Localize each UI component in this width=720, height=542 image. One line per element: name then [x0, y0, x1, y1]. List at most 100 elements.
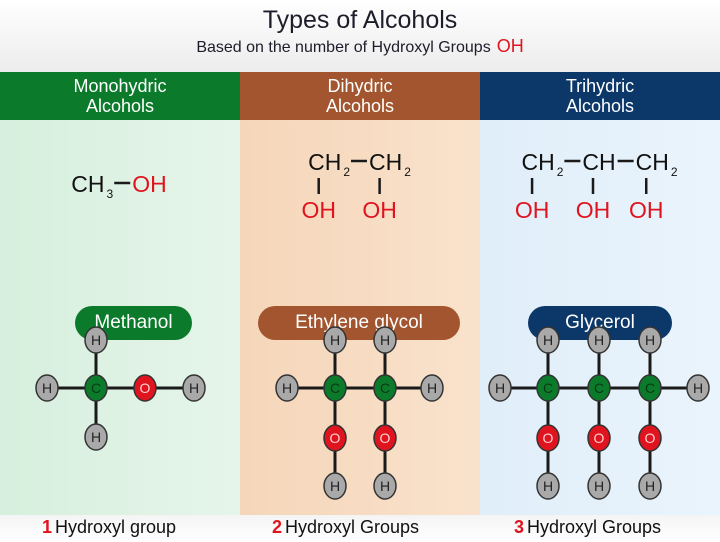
atom-o-icon	[323, 424, 347, 452]
formula-ch: CH	[582, 149, 615, 175]
atom-label: O	[140, 380, 151, 396]
atom-h-icon	[587, 326, 611, 354]
atom-label: H	[91, 332, 101, 348]
atom-c-icon	[587, 374, 611, 402]
atom-label: H	[189, 380, 199, 396]
formula-subscript: 2	[557, 165, 564, 179]
formula-subscript: 2	[343, 165, 350, 179]
page-title: Types of Alcohols	[262, 6, 458, 34]
atom-h-icon	[488, 374, 512, 402]
atom-label: C	[380, 380, 390, 396]
atom-label: O	[594, 430, 605, 446]
formula-oh: OH	[132, 171, 167, 197]
atom-c-icon	[323, 374, 347, 402]
formula-ch: CH	[636, 149, 669, 175]
atom-label: H	[282, 380, 292, 396]
atom-h-icon	[373, 472, 397, 500]
formula-subscript: 2	[404, 165, 411, 179]
atom-o-icon	[373, 424, 397, 452]
atom-h-icon	[182, 374, 206, 402]
atom-o-icon	[536, 424, 560, 452]
header-line1: Monohydric	[73, 76, 167, 96]
atom-label: H	[42, 380, 52, 396]
atom-h-icon	[536, 326, 560, 354]
header-line2: Alcohols	[565, 96, 635, 116]
atom-o-icon	[638, 424, 662, 452]
atom-label: H	[91, 429, 101, 445]
atom-c-icon	[373, 374, 397, 402]
atom-label: H	[645, 332, 655, 348]
formula-oh: OH	[301, 197, 336, 223]
header-line2: Alcohols	[325, 96, 395, 116]
subtitle-text: Based on the number of Hydroxyl Groups	[196, 39, 491, 56]
atom-label: H	[594, 478, 604, 494]
subtitle-oh: OH	[496, 36, 524, 56]
subtitle: Based on the number of Hydroxyl Groups OH	[0, 36, 720, 57]
body-dihydric: Ethylene glycol	[240, 120, 480, 515]
atom-h-icon	[686, 374, 710, 402]
formula-subscript: 2	[671, 165, 678, 179]
atom-label: H	[380, 478, 390, 494]
formula-oh: OH	[362, 197, 397, 223]
formula-ch: CH	[521, 149, 554, 175]
atom-label: H	[330, 332, 340, 348]
atom-h-icon	[84, 423, 108, 451]
atom-h-icon	[420, 374, 444, 402]
atom-label: C	[330, 380, 340, 396]
atom-label: H	[543, 478, 553, 494]
atom-label: O	[543, 430, 554, 446]
atom-c-icon	[638, 374, 662, 402]
formula-ch: CH	[369, 149, 402, 175]
atom-h-icon	[536, 472, 560, 500]
count-label: Hydroxyl Groups	[285, 517, 420, 537]
header-line2: Alcohols	[85, 96, 155, 116]
atom-h-icon	[35, 374, 59, 402]
atom-h-icon	[638, 472, 662, 500]
count-label: Hydroxyl group	[55, 517, 177, 537]
atom-h-icon	[323, 472, 347, 500]
atom-label: C	[91, 380, 101, 396]
atom-h-icon	[323, 326, 347, 354]
header-line1: Trihydric	[565, 76, 635, 96]
atom-label: C	[594, 380, 604, 396]
atom-h-icon	[587, 472, 611, 500]
formula-oh: OH	[576, 197, 611, 223]
atom-label: H	[693, 380, 703, 396]
name-pill-ethylene-glycol: Ethylene glycol	[258, 306, 460, 340]
atom-label: C	[543, 380, 553, 396]
body-monohydric: Methanol	[0, 120, 240, 515]
atom-c-icon	[84, 374, 108, 402]
formula-ch: CH	[308, 149, 341, 175]
atom-o-icon	[587, 424, 611, 452]
atom-h-icon	[84, 326, 108, 354]
formula-oh: OH	[515, 197, 550, 223]
atom-label: O	[330, 430, 341, 446]
atom-label: H	[380, 332, 390, 348]
count-number: 2	[272, 517, 283, 537]
atom-label: H	[543, 332, 553, 348]
formula-subscript: 3	[107, 187, 114, 201]
title-band: Types of Alcohols Based on the number of…	[0, 0, 720, 72]
atom-label: H	[495, 380, 505, 396]
formula-oh: OH	[629, 197, 664, 223]
atom-o-icon	[133, 374, 157, 402]
header-line1: Dihydric	[327, 76, 393, 96]
atom-h-icon	[275, 374, 299, 402]
count-number: 1	[42, 517, 53, 537]
atom-label: H	[427, 380, 437, 396]
atom-label: O	[380, 430, 391, 446]
count-label: Hydroxyl Groups	[527, 517, 662, 537]
atom-label: C	[645, 380, 655, 396]
count-number: 3	[514, 517, 525, 537]
atom-c-icon	[536, 374, 560, 402]
atom-h-icon	[373, 326, 397, 354]
